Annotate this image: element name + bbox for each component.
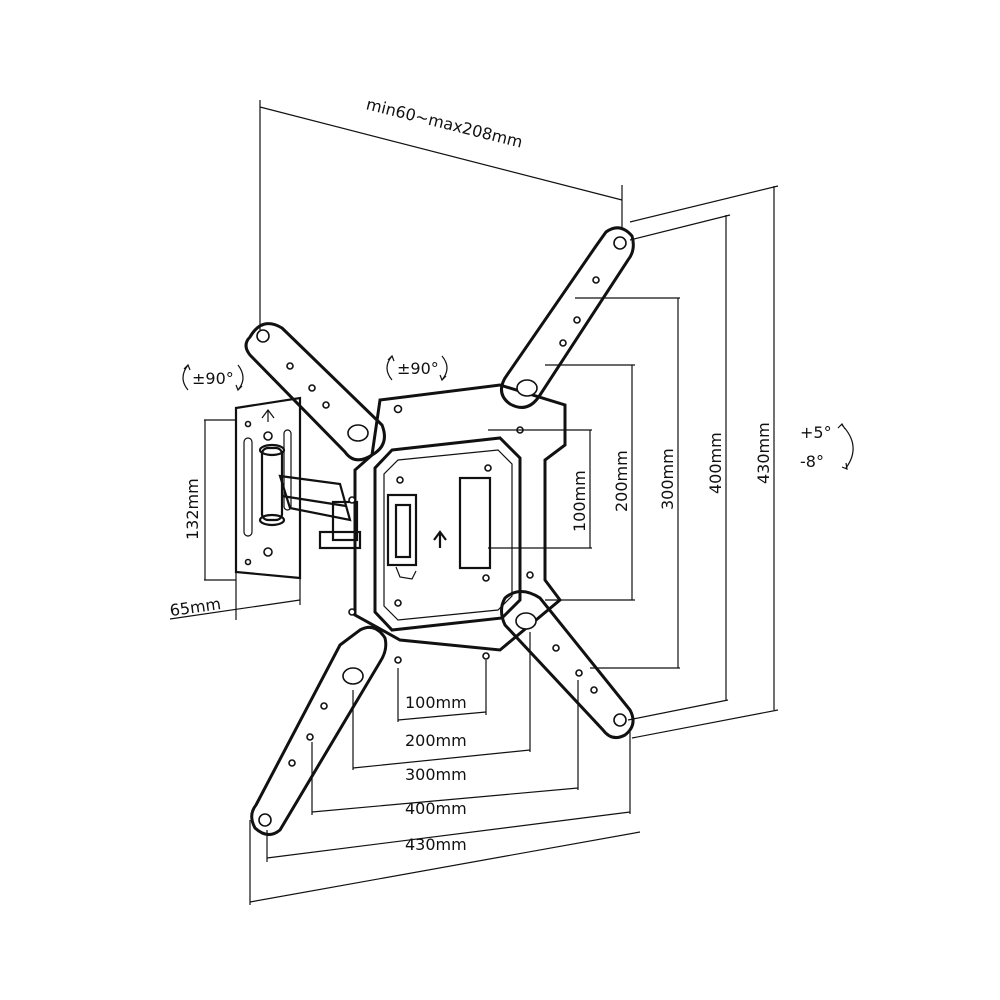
horizontal-label-430: 430mm [405,835,467,854]
swing-arm [258,443,362,550]
rail-top-left [244,322,386,462]
swivel-right: ±90° [386,354,448,382]
wall-width-label: 65mm [168,594,222,620]
depth-label: min60~max208mm [364,94,524,151]
swivel-right-label: ±90° [397,359,439,378]
wall-plate [234,396,302,580]
horizontal-label-300: 300mm [405,765,467,784]
wall-height-dimension: 132mm [183,419,236,581]
tilt-down-label: -8° [800,452,824,471]
horizontal-label-400: 400mm [405,799,467,818]
swivel-left: ±90° [182,363,244,392]
tilt-up-label: +5° [800,423,832,442]
up-arrow-icon [433,530,447,548]
vertical-label-300: 300mm [658,448,677,510]
vertical-dimensions: 100mm 200mm 300mm 400mm 430mm [488,185,779,739]
rail-bottom-left [250,625,388,836]
horizontal-dimensions: 100mm 200mm 300mm 400mm 430mm [249,632,641,905]
tilt-arrow-icon [837,423,854,470]
rail-bottom-right [500,590,635,740]
depth-dimension: min60~max208mm [259,94,623,330]
wall-width-dimension: 65mm [168,572,301,620]
rotate-arrows-icon [182,363,244,392]
horizontal-label-100: 100mm [405,693,467,712]
rail-top-right [499,226,635,409]
tilt-indicator: +5° -8° [800,423,854,471]
swivel-left-label: ±90° [192,369,234,388]
vertical-label-400: 400mm [706,432,725,494]
vertical-label-430: 430mm [754,422,773,484]
horizontal-label-200: 200mm [405,731,467,750]
vertical-label-200: 200mm [612,450,631,512]
rotate-arrows-icon [386,354,448,382]
wall-height-label: 132mm [183,478,202,540]
vertical-label-100: 100mm [570,470,589,532]
